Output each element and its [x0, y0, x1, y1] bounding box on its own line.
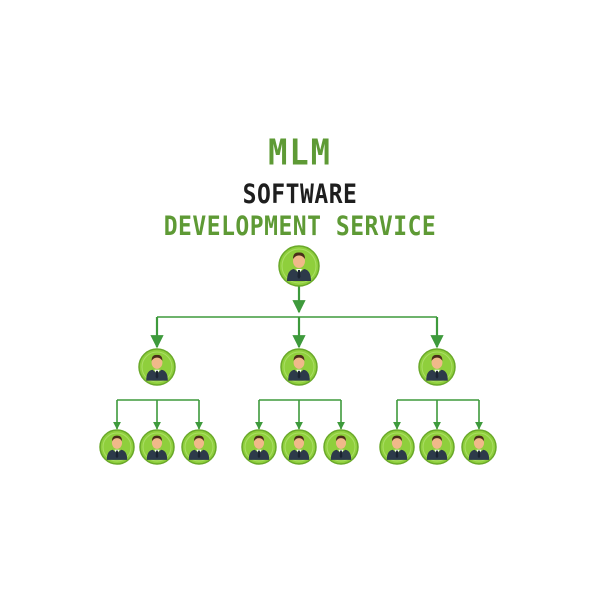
node-level3-2-1 — [241, 429, 277, 465]
node-level3-2-3 — [323, 429, 359, 465]
connector-lines — [113, 286, 483, 430]
node-layer — [99, 245, 497, 465]
node-level3-3-1 — [379, 429, 415, 465]
node-level3-3-2 — [419, 429, 455, 465]
title-development-service: DEVELOPMENT SERVICE — [163, 211, 437, 242]
node-level3-1-3 — [181, 429, 217, 465]
title-mlm: MLM — [268, 130, 332, 174]
node-level3-1-2 — [139, 429, 175, 465]
node-level2-3 — [418, 348, 456, 386]
node-level2-1 — [138, 348, 176, 386]
node-level3-2-2 — [281, 429, 317, 465]
title-software: SOFTWARE — [242, 179, 358, 210]
node-root — [278, 245, 320, 287]
node-level2-2 — [280, 348, 318, 386]
node-level3-1-1 — [99, 429, 135, 465]
node-level3-3-3 — [461, 429, 497, 465]
